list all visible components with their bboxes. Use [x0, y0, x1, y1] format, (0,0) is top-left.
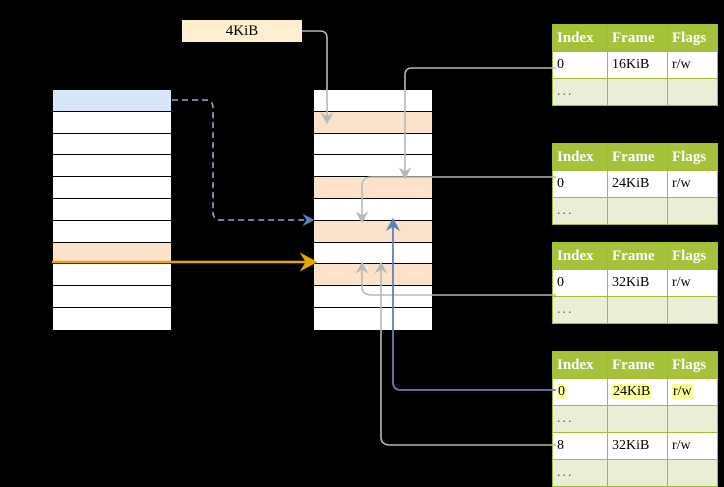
cell-flags	[667, 78, 718, 106]
cell-flags: r/w	[667, 269, 718, 297]
column-header-index: Index	[552, 351, 608, 379]
physical-frame-row[interactable]	[314, 111, 432, 134]
cell-flags-value: r/w	[672, 384, 693, 399]
cell-index: 0	[552, 51, 608, 79]
physical-frame-row[interactable]	[314, 242, 432, 265]
physical-memory-column	[313, 89, 433, 330]
virtual-address-space-column	[52, 89, 172, 330]
column-header-frame: Frame	[607, 24, 668, 52]
physical-frame-row[interactable]	[314, 90, 432, 112]
table-header-row: Index Frame Flags	[552, 143, 718, 171]
cell-flags	[667, 296, 718, 324]
table-header-row: Index Frame Flags	[552, 24, 718, 52]
virtual-page-row[interactable]	[53, 90, 171, 112]
table-header-row: Index Frame Flags	[552, 242, 718, 270]
page-table-level-1: Index Frame Flags 0 16KiB r/w ...	[552, 24, 718, 106]
cell-flags	[667, 197, 718, 225]
cell-frame	[607, 296, 668, 324]
virtual-page-row[interactable]	[53, 177, 171, 199]
column-header-flags: Flags	[667, 24, 718, 52]
physical-frame-row[interactable]	[314, 198, 432, 221]
table-row-ellipsis[interactable]: ...	[552, 459, 718, 487]
cell-index: ...	[552, 405, 608, 433]
virtual-page-row[interactable]	[53, 111, 171, 134]
page-table-level-3: Index Frame Flags 0 32KiB r/w ...	[552, 242, 718, 324]
cell-flags: r/w	[667, 432, 718, 460]
physical-frame-row[interactable]	[314, 286, 432, 308]
column-header-index: Index	[552, 24, 608, 52]
cell-index: ...	[552, 78, 608, 106]
physical-frame-row[interactable]	[314, 133, 432, 156]
table-row[interactable]: 0 16KiB r/w	[552, 51, 718, 79]
column-header-index: Index	[552, 143, 608, 171]
cell-frame	[607, 78, 668, 106]
cell-frame: 32KiB	[607, 269, 668, 297]
cell-frame: 32KiB	[607, 432, 668, 460]
cell-flags: r/w	[667, 170, 718, 198]
cell-frame-value: 24KiB	[612, 384, 652, 399]
table-row[interactable]: 0 24KiB r/w	[552, 378, 718, 406]
cell-flags: r/w	[667, 51, 718, 79]
table-row-ellipsis[interactable]: ...	[552, 296, 718, 324]
cell-index: ...	[552, 296, 608, 324]
cell-frame: 24KiB	[607, 170, 668, 198]
cell-index: 0	[552, 269, 608, 297]
table-row[interactable]: 0 24KiB r/w	[552, 170, 718, 198]
physical-frame-row[interactable]	[314, 155, 432, 178]
column-header-index: Index	[552, 242, 608, 270]
cell-frame	[607, 459, 668, 487]
cell-index: ...	[552, 459, 608, 487]
virtual-page-row[interactable]	[53, 264, 171, 287]
virtual-page-row[interactable]	[53, 155, 171, 178]
column-header-frame: Frame	[607, 143, 668, 171]
table-row-ellipsis[interactable]: ...	[552, 197, 718, 225]
wire-virtual-page-dashed	[172, 99, 315, 227]
column-header-frame: Frame	[607, 351, 668, 379]
column-header-frame: Frame	[607, 242, 668, 270]
cell-frame: 16KiB	[607, 51, 668, 79]
virtual-page-row[interactable]	[53, 307, 171, 330]
cell-flags	[667, 459, 718, 487]
column-header-flags: Flags	[667, 351, 718, 379]
cell-frame: 24KiB	[607, 378, 668, 406]
cell-index: 0	[552, 170, 608, 198]
physical-frame-row[interactable]	[314, 220, 432, 243]
table-row[interactable]: 0 32KiB r/w	[552, 269, 718, 297]
virtual-page-row[interactable]	[53, 133, 171, 156]
virtual-page-row[interactable]	[53, 198, 171, 221]
virtual-page-row[interactable]	[53, 220, 171, 243]
cell-index-value: 0	[557, 384, 566, 399]
cell-flags: r/w	[667, 378, 718, 406]
cell-flags	[667, 405, 718, 433]
cell-index: ...	[552, 197, 608, 225]
cell-index: 8	[552, 432, 608, 460]
page-table-level-2: Index Frame Flags 0 24KiB r/w ...	[552, 143, 718, 225]
physical-frame-row[interactable]	[314, 177, 432, 199]
size-label-4kib: 4KiB	[182, 20, 302, 42]
cell-frame	[607, 405, 668, 433]
virtual-page-row[interactable]	[53, 242, 171, 265]
cell-frame	[607, 197, 668, 225]
column-header-flags: Flags	[667, 242, 718, 270]
physical-frame-row[interactable]	[314, 307, 432, 330]
virtual-page-row[interactable]	[53, 286, 171, 308]
physical-frame-row[interactable]	[314, 264, 432, 287]
table-row-ellipsis[interactable]: ...	[552, 405, 718, 433]
column-header-flags: Flags	[667, 143, 718, 171]
table-row-ellipsis[interactable]: ...	[552, 78, 718, 106]
cell-index: 0	[552, 378, 608, 406]
table-row[interactable]: 8 32KiB r/w	[552, 432, 718, 460]
page-table-level-4: Index Frame Flags 0 24KiB r/w ... 8 32Ki…	[552, 351, 718, 487]
table-header-row: Index Frame Flags	[552, 351, 718, 379]
